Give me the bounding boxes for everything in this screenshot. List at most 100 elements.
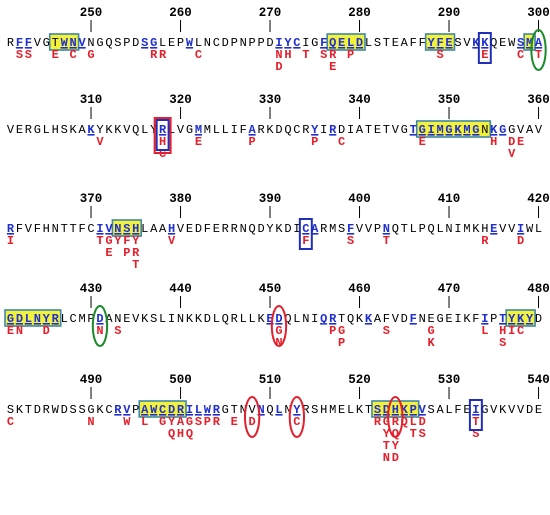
residue: L (159, 312, 166, 326)
residue: Q (490, 36, 497, 50)
residue-highlighted: S (141, 36, 148, 50)
residue-highlighted: D (96, 312, 103, 326)
domain-highlight-box (48, 33, 80, 51)
mutation-letter: P (347, 48, 354, 62)
residue: K (186, 312, 194, 326)
residue-highlighted: V (123, 403, 131, 417)
residue-highlighted: L (275, 403, 282, 417)
residue: T (25, 403, 32, 417)
mutation-letter: Y (392, 439, 400, 453)
residue: N (284, 403, 291, 417)
residue: G (436, 312, 443, 326)
position-label: 540 (527, 373, 550, 387)
mutation-letter: S (25, 48, 32, 62)
residue-highlighted: A (311, 222, 319, 236)
residue: Q (249, 222, 256, 236)
position-label: 260 (169, 6, 192, 20)
mutation-letter: N (275, 48, 282, 62)
residue: Q (347, 312, 354, 326)
residue-highlighted: I (186, 403, 193, 417)
residue: P (177, 36, 184, 50)
mutation-letter: S (419, 427, 426, 441)
residue: Q (132, 123, 139, 137)
residue-highlighted: L (25, 312, 32, 326)
residue: A (356, 123, 364, 137)
mutation-letter: T (472, 415, 479, 429)
residue: L (43, 123, 50, 137)
domain-highlight-box (371, 400, 420, 418)
residue-highlighted: F (16, 36, 23, 50)
mutation-letter: Y (168, 415, 176, 429)
residue: L (535, 222, 542, 236)
residue: C (213, 36, 220, 50)
residue: M (329, 222, 336, 236)
residue: R (231, 222, 238, 236)
residue: W (52, 403, 60, 417)
residue-highlighted: H (168, 222, 175, 236)
mutation-letter: Q (401, 415, 408, 429)
residue-highlighted: T (410, 123, 417, 137)
residue-highlighted: K (517, 312, 525, 326)
residue-highlighted: W (204, 403, 212, 417)
variant-oval (91, 305, 109, 347)
residue: G (96, 36, 103, 50)
residue: L (347, 403, 354, 417)
residue: E (338, 403, 345, 417)
residue: E (499, 36, 506, 50)
residue: A (105, 312, 113, 326)
mutation-letter: R (392, 415, 400, 429)
residue: K (16, 403, 24, 417)
residue: V (177, 222, 185, 236)
residue-highlighted: N (70, 36, 77, 50)
mutation-letter: S (347, 234, 354, 248)
domain-highlight-box (138, 400, 187, 418)
residue: L (240, 312, 247, 326)
residue: E (463, 403, 470, 417)
residue: K (105, 123, 113, 137)
residue: D (132, 36, 139, 50)
residue-highlighted: Y (293, 403, 301, 417)
residue: E (186, 222, 193, 236)
residue: F (34, 222, 41, 236)
position-label: 440 (169, 282, 192, 296)
residue: G (87, 403, 94, 417)
residue-highlighted: G (7, 312, 14, 326)
mutation-letter: G (159, 415, 166, 429)
residue: N (481, 123, 488, 137)
conserved-site-box (477, 32, 492, 64)
residue: S (70, 403, 77, 417)
residue: K (114, 123, 122, 137)
residue: K (356, 403, 364, 417)
residue: Q (284, 312, 291, 326)
residue: V (177, 123, 185, 137)
residue: P (249, 36, 256, 50)
mutation-letter: R (150, 48, 158, 62)
residue: F (240, 123, 247, 137)
marker-layer (91, 29, 547, 438)
critical-site-box (153, 117, 172, 154)
residue: N (419, 312, 426, 326)
residue-highlighted: M (526, 36, 533, 50)
residue: V (463, 36, 471, 50)
mutation-letter: W (123, 415, 131, 429)
residue: A (78, 123, 86, 137)
mutation-letter: H (490, 135, 497, 149)
residue-highlighted: H (132, 222, 139, 236)
residue: T (365, 123, 372, 137)
residue: E (213, 222, 220, 236)
mutation-letter: G (105, 234, 112, 248)
mutation-letter: S (114, 324, 121, 338)
residue: I (231, 123, 238, 137)
residue: T (52, 36, 59, 50)
residue: F (410, 36, 417, 50)
residue-highlighted: S (123, 222, 130, 236)
residue: V (356, 222, 364, 236)
residue: G (222, 403, 229, 417)
residue: G (34, 123, 41, 137)
residue: R (257, 123, 264, 137)
residue-highlighted: P (410, 403, 417, 417)
mutation-letter: T (383, 234, 390, 248)
